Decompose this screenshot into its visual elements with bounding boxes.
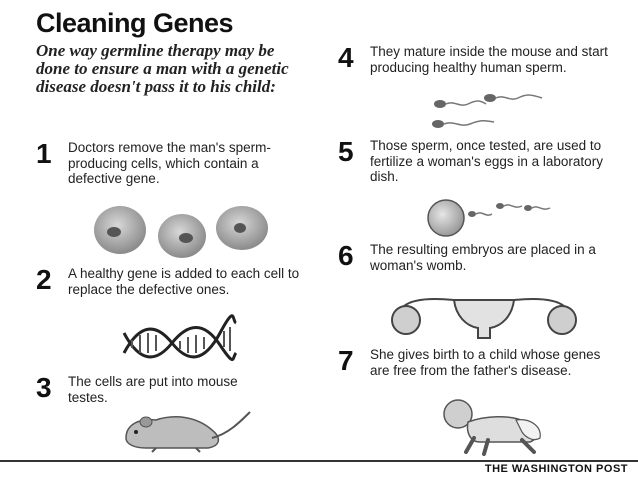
step-5: 5 Those sperm, once tested, are used to … [338, 138, 628, 208]
step-6: 6 The resulting embryos are placed in a … [338, 242, 628, 292]
step-4: 4 They mature inside the mouse and start… [338, 44, 628, 94]
step-text: Those sperm, once tested, are used to fe… [370, 138, 603, 184]
footer-rule [0, 460, 638, 462]
step-1: 1 Doctors remove the man's sperm-produci… [36, 140, 316, 200]
step-text: They mature inside the mouse and start p… [370, 44, 608, 75]
sperm-icon [432, 94, 543, 128]
step-text: Doctors remove the man's sperm-producing… [68, 140, 271, 186]
step-number: 6 [338, 240, 354, 271]
step-number: 2 [36, 264, 52, 295]
step-text: A healthy gene is added to each cell to … [68, 266, 300, 297]
mouse-icon [125, 411, 251, 453]
cells-icon [94, 206, 268, 258]
egg-fertilization-icon [427, 199, 551, 237]
step-number: 1 [36, 138, 52, 169]
step-number: 3 [36, 372, 52, 403]
dna-helix-icon [122, 314, 238, 361]
step-number: 7 [338, 345, 354, 376]
step-number: 4 [338, 42, 354, 73]
step-text: The cells are put into mouse testes. [68, 374, 238, 405]
step-2: 2 A healthy gene is added to each cell t… [36, 266, 316, 316]
page-title: Cleaning Genes [36, 8, 234, 38]
intro-text: One way germline therapy may be done to … [36, 41, 289, 96]
uterus-icon [391, 297, 577, 339]
step-3: 3 The cells are put into mouse testes. [36, 374, 316, 414]
step-text: She gives birth to a child whose genes a… [370, 347, 601, 378]
credit-line: THE WASHINGTON POST [484, 463, 628, 475]
step-number: 5 [338, 136, 354, 167]
step-7: 7 She gives birth to a child whose genes… [338, 347, 628, 403]
step-text: The resulting embryos are placed in a wo… [370, 242, 596, 273]
baby-icon [443, 399, 541, 456]
